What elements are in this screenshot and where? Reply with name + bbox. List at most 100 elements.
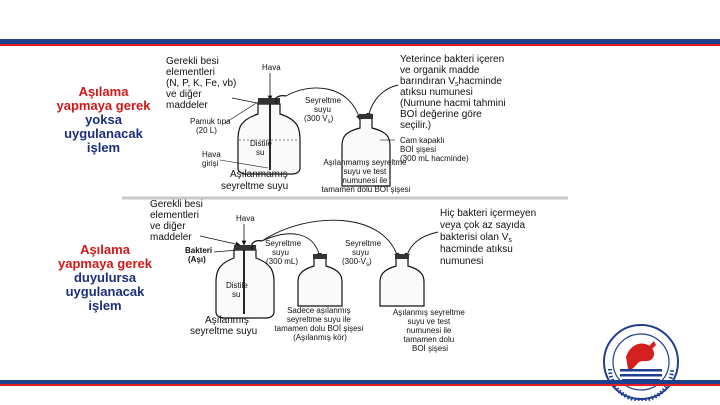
s1-bottle-line: Aşılanmamış: [230, 169, 288, 180]
s2-distilled-line: su: [232, 290, 240, 299]
s2-sample-sub: s: [508, 237, 512, 244]
s1-sample-line: ve organik madde: [400, 65, 480, 76]
s1-sample-line: atıksu numunesi: [400, 87, 473, 98]
s2-nutrients-line: elementleri: [150, 210, 199, 221]
s2-siphon-tube: [251, 240, 263, 250]
s2-sample-line: Hiç bakteri içermeyen: [440, 208, 536, 219]
s2-filled2-line: suyu ve test: [408, 317, 451, 326]
s2-sample-line: hacminde atıksu: [440, 244, 513, 255]
s2-sample-part: bakterisi olan V: [440, 232, 509, 243]
s2-sample-line: numunesi: [440, 256, 483, 267]
s1-siphon-tube: [275, 95, 287, 104]
section1-title-line: işlem: [86, 140, 121, 155]
s1-bottle-label: Aşılanmamış seyreltme suyu: [221, 169, 291, 192]
s1-filled-line: numunesi ile: [342, 176, 387, 185]
s1-nutrients-arrow: [231, 97, 263, 106]
s1-air-inlet-pointer: [219, 159, 269, 169]
s2-filled1-line: tamamen dolu BOİ şişesi: [274, 324, 363, 333]
s2-distilled-label: Distile su: [226, 281, 250, 299]
s1-filled-line: Aşılanmamış seyreltme: [323, 158, 407, 167]
s1-dilution-part: ): [331, 114, 334, 123]
s1-dilution-part: (300 V: [304, 114, 328, 123]
s1-bod-line: (300 mL hacminde): [400, 154, 469, 163]
s2-bottle-line: seyreltme suyu: [190, 326, 257, 337]
s1-bottle-line: seyreltme suyu: [221, 181, 288, 192]
s2-dilution1-line: Seyreltme: [265, 239, 302, 248]
s1-bod-line: Cam kapaklı: [400, 136, 444, 145]
s1-nutrients-line: maddeler: [166, 100, 208, 111]
s2-bacteria-label: Bakteri (Aşı): [185, 246, 214, 264]
s2-air-label: Hava: [236, 214, 255, 223]
s1-sample-sub: s: [455, 81, 459, 88]
s2-dilution1-label: Seyreltme suyu (300 mL): [265, 239, 303, 266]
s2-dilution2-sub: s: [366, 262, 369, 268]
s2-filled2-line: Aşılanmış seyreltme: [393, 308, 466, 317]
s1-nutrients-line: elementleri: [166, 67, 215, 78]
top-stripe-blue: [0, 39, 720, 44]
s2-bottle-line: Aşılanmış: [205, 315, 249, 326]
section1-title-line: Aşılama: [78, 84, 129, 99]
s1-filled-line: suyu ve test: [344, 167, 387, 176]
section2-title-line: duyulursa: [73, 270, 137, 285]
s2-sample-arrow: [404, 231, 439, 259]
s2-bod-bottle-1: [297, 257, 343, 307]
s2-siphon-arrow-1: [261, 233, 322, 259]
s1-filled-line: tamamen dolu BOİ şişesi: [322, 185, 411, 194]
section1-title-line: yoksa: [85, 112, 122, 127]
s1-dilution-label: Seyreltme suyu (300 Vs): [304, 96, 343, 125]
s1-dilution-sub: s: [328, 119, 331, 125]
s1-filled-label: Aşılanmamış seyreltme suyu ve test numun…: [322, 158, 411, 194]
s1-air-inlet-line: girişi: [202, 159, 219, 168]
top-stripe-red: [0, 44, 720, 46]
s2-dilution1-line: suyu: [272, 248, 289, 257]
s2-filled2-line: BOİ şişesi: [412, 344, 448, 353]
section2-title-line: uygulanacak: [65, 284, 145, 299]
s2-dilution1-line: (300 mL): [266, 257, 298, 266]
s2-filled1-label: Sadece aşılanmış seyreltme suyu ile tama…: [274, 306, 365, 342]
s2-bod-cap-1: [313, 254, 327, 259]
s1-sample-line: seçilir.): [400, 120, 431, 131]
s2-bod-bottle-2: [379, 257, 425, 307]
section1-diagram: Gerekli besi elementleri (N, P, K, Fe, v…: [166, 54, 508, 194]
s2-dilution2-label: Seyreltme suyu (300-Vs): [342, 239, 383, 268]
s2-filled2-label: Aşılanmış seyreltme suyu ve test numunes…: [393, 308, 467, 353]
s1-nutrients-line: Gerekli besi: [166, 56, 219, 67]
logo-figure-icon: [626, 343, 655, 370]
logo-wave-1: [620, 369, 662, 372]
s1-nutrients-line: (N, P, K, Fe, vb): [166, 78, 236, 89]
s1-carboy: [237, 103, 301, 175]
s1-sample-line: Yeterince bakteri içeren: [400, 54, 504, 65]
top-bar: [0, 0, 720, 46]
s1-sample-part: hacminde: [459, 76, 503, 87]
s1-sample-part: barındıran V: [400, 76, 455, 87]
s1-bod-label: Cam kapaklı BOİ şişesi (300 mL hacminde): [400, 136, 469, 163]
s2-carboy: [215, 249, 275, 319]
s2-bacteria-line: Bakteri: [185, 246, 212, 255]
s1-siphon-arrow: [285, 87, 362, 121]
section2-title-line: yapmaya gerek: [58, 256, 152, 271]
s2-sample-label: Hiç bakteri içermeyen veya çok az sayıda…: [440, 208, 539, 267]
s2-nutrients-line: ve diğer: [150, 221, 186, 232]
s1-dilution-line: Seyreltme: [305, 96, 342, 105]
s1-distilled-line: Distile: [250, 139, 272, 148]
s2-bacteria-line: (Aşı): [188, 255, 206, 264]
section2-diagram: Gerekli besi elementleri ve diğer maddel…: [150, 199, 539, 353]
s2-dilution2-part: ): [369, 257, 372, 266]
s2-nutrients-arrow: [199, 235, 241, 247]
s2-bottle-label: Aşılanmış seyreltme suyu: [190, 315, 257, 337]
s1-sample-label: Yeterince bakteri içeren ve organik madd…: [400, 54, 508, 131]
s1-distilled-line: su: [256, 148, 264, 157]
section1-title-line: yapmaya gerek: [56, 98, 151, 113]
s2-dilution2-part: (300-V: [342, 257, 367, 266]
s1-nutrients-line: ve diğer: [166, 89, 202, 100]
s1-nutrients-label: Gerekli besi elementleri (N, P, K, Fe, v…: [166, 56, 239, 111]
s2-sample-line: veya çok az sayıda: [440, 220, 525, 231]
bottom-stripe-red: [0, 384, 720, 386]
s1-sample-line: BOİ değerine göre: [400, 107, 482, 120]
s2-bod-cap-2: [395, 254, 409, 259]
s1-bod-cap: [359, 114, 373, 119]
s1-stopper: [258, 98, 280, 104]
s1-cotton-line: Pamuk tıpa: [190, 117, 231, 126]
section1-title-line: uygulanacak: [64, 126, 143, 141]
